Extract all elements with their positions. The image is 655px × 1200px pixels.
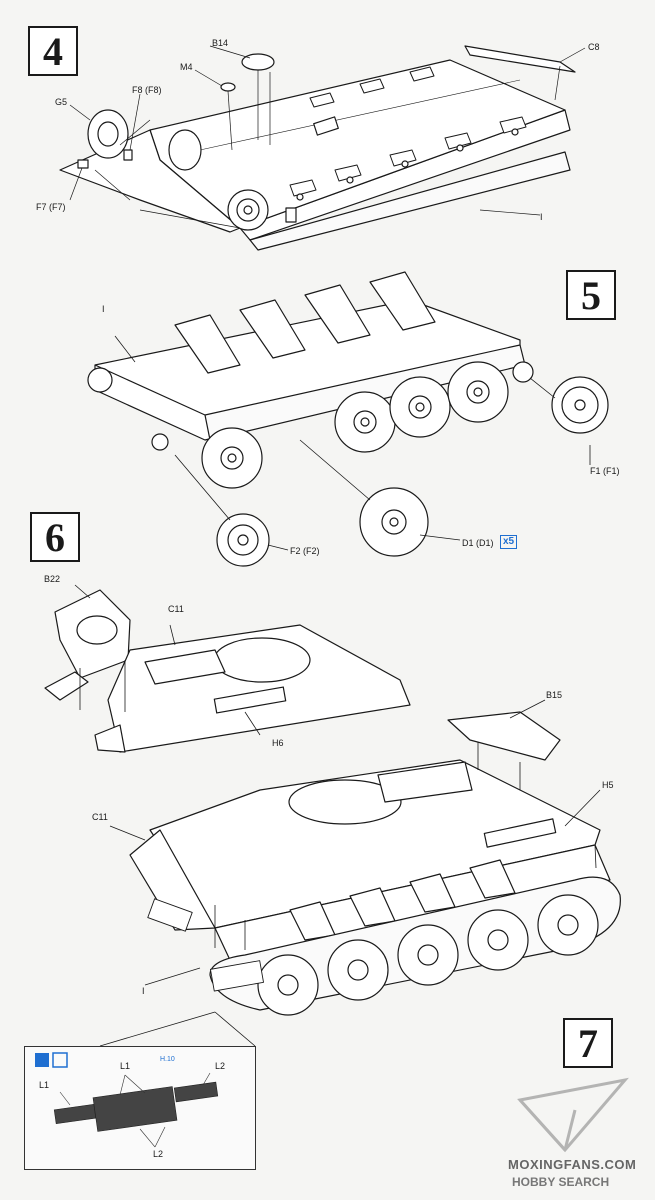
part-label-i-step4: I — [540, 212, 543, 222]
step4-hull — [59, 45, 576, 251]
part-label-l2-b: L2 — [153, 1149, 164, 1159]
track-link-center-block — [92, 1086, 178, 1132]
part-label-m4: M4 — [180, 62, 193, 72]
step6-hull — [44, 589, 411, 753]
track-link-l1-left — [53, 1103, 97, 1125]
part-label-b15: B15 — [546, 690, 563, 700]
cement-icon — [52, 1052, 68, 1068]
step5-hull — [87, 271, 609, 567]
part-label-i-step5: I — [102, 304, 105, 314]
part-label-c8: C8 — [588, 42, 600, 52]
part-label-d1: D1 (D1) — [462, 538, 494, 548]
part-label-b22: B22 — [44, 574, 61, 584]
part-label-h5: H5 — [602, 780, 614, 790]
step-number-5: 5 — [566, 270, 616, 320]
step5-leaders — [114, 335, 591, 551]
part-label-i-step7: I — [142, 986, 145, 996]
part-label-c11-top: C11 — [168, 604, 184, 614]
part-label-l1-a: L1 — [120, 1061, 131, 1071]
inset-code: H.10 — [160, 1056, 175, 1063]
part-label-f8: F8 (F8) — [132, 85, 162, 95]
step-number-4: 4 — [28, 26, 78, 76]
watermark-brand: HOBBY SEARCH — [512, 1175, 610, 1189]
step6-leaders — [74, 584, 261, 736]
part-label-f1: F1 (F1) — [590, 466, 620, 476]
step-number-7: 7 — [563, 1018, 613, 1068]
step4-leaders — [69, 45, 586, 229]
part-label-f7: F7 (F7) — [36, 202, 66, 212]
part-label-f2: F2 (F2) — [290, 546, 320, 556]
quantity-badge: x5 — [500, 535, 518, 549]
part-label-c11-bottom: C11 — [92, 812, 108, 822]
track-inset: H.10 L1 L1 L2 L2 — [24, 1046, 256, 1170]
part-label-g5: G5 — [55, 97, 68, 107]
step7-leaders — [99, 699, 601, 1047]
watermark-site: MOXINGFANS.COM — [508, 1157, 637, 1172]
part-label-b14: B14 — [212, 38, 229, 48]
part-label-h6: H6 — [272, 738, 284, 748]
track-links-drawing — [35, 1052, 219, 1148]
part-label-l2-a: L2 — [215, 1061, 226, 1071]
paper-plane-icon — [517, 1077, 629, 1153]
glue-icon — [35, 1053, 49, 1067]
part-label-l1-b: L1 — [39, 1080, 50, 1090]
track-link-l2-right — [173, 1081, 219, 1103]
step7-hull — [129, 711, 621, 1016]
step-number-6: 6 — [30, 512, 80, 562]
